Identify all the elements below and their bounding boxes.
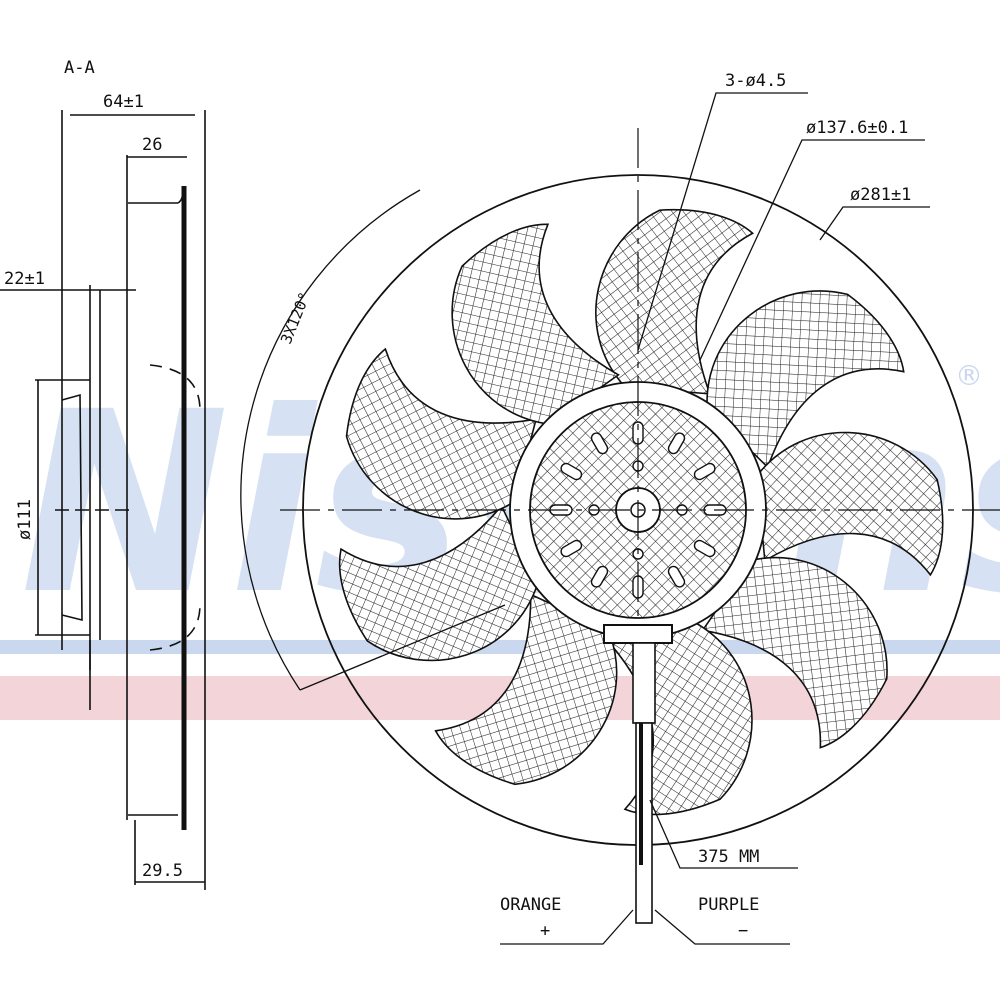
leader-lines (240, 92, 930, 945)
cable (632, 642, 656, 924)
fan-diameter-label: ø281±1 (850, 185, 911, 205)
section-title: A-A (64, 58, 95, 78)
dim-overall-depth: 64±1 (103, 92, 144, 112)
bolt-circle-label: ø137.6±0.1 (806, 118, 908, 138)
dim-blade-depth: 26 (142, 135, 162, 155)
fan-blades (338, 208, 944, 816)
dim-bottom: 29.5 (142, 861, 183, 881)
wire-negative-polarity: − (738, 921, 748, 941)
motor-slot (667, 565, 686, 588)
hole-spacing-label: 3X120° (277, 290, 314, 347)
wire-positive-color: ORANGE (500, 895, 561, 915)
fan-blade (451, 223, 620, 425)
motor-slot (590, 565, 609, 588)
motor-slot (693, 539, 716, 558)
fan-blade (338, 504, 539, 662)
section-view (0, 110, 206, 890)
motor-slot (560, 539, 583, 558)
registered-mark: ® (955, 359, 983, 392)
fan-blade (595, 208, 755, 395)
fan-blade (706, 290, 905, 469)
dim-motor-offset: 22±1 (4, 269, 45, 289)
motor-slot (560, 462, 583, 481)
cable-length-label: 375 MM (698, 847, 759, 867)
fan-blade (434, 593, 618, 786)
fan-blade (701, 556, 888, 749)
section-labels: A-A 64±1 26 22±1 ø111 29.5 (4, 58, 183, 881)
dim-motor-diameter: ø111 (15, 499, 35, 540)
motor-slots (549, 421, 727, 599)
wire-negative-color: PURPLE (698, 895, 759, 915)
wire-positive-polarity: + (540, 921, 550, 941)
motor-slot (667, 432, 686, 455)
front-view: 3-ø4.5 ø137.6±0.1 ø281±1 3X120° 375 MM O… (240, 71, 1000, 945)
motor-slot (590, 432, 609, 455)
connector (603, 624, 673, 644)
fan-blade (756, 431, 944, 577)
fan-blade (345, 347, 538, 520)
holes-label: 3-ø4.5 (725, 71, 786, 91)
motor-slot (693, 462, 716, 481)
centerlines (280, 128, 1000, 640)
